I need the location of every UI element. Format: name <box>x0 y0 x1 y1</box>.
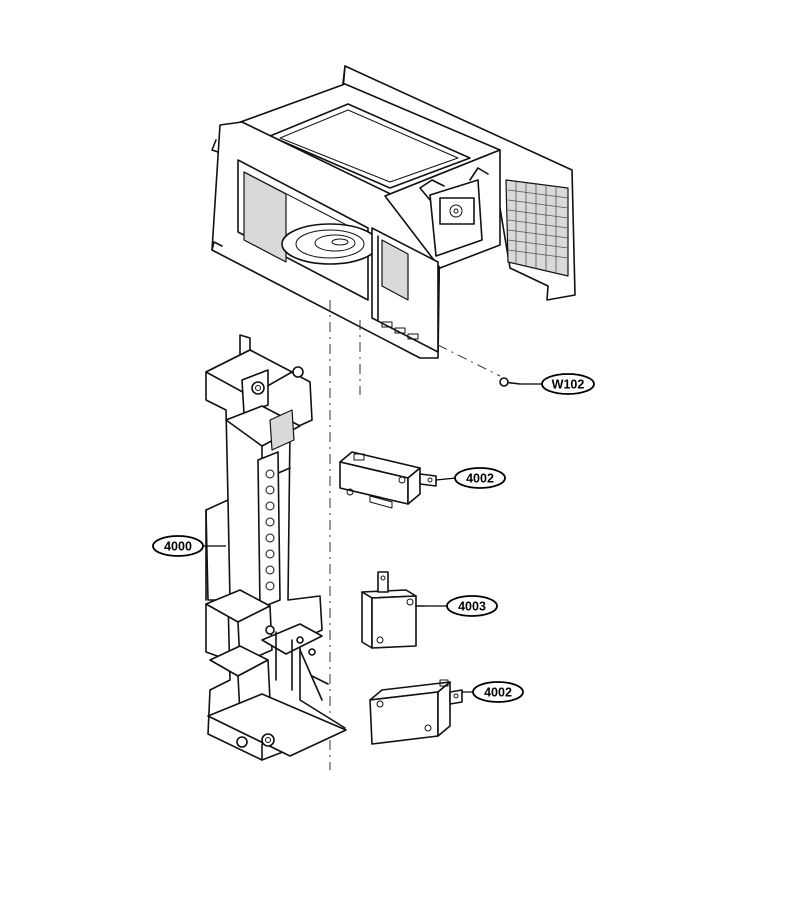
callout-oval <box>472 681 524 703</box>
callout-oval <box>446 595 498 617</box>
callout-4002-upper: 4002 <box>435 467 506 489</box>
turntable <box>281 223 379 265</box>
magnetron-bracket <box>419 167 489 257</box>
callout-oval <box>541 373 595 395</box>
screw-w102 <box>499 377 521 387</box>
callout-label: 4003 <box>458 600 486 614</box>
rib-bumps <box>265 469 275 591</box>
callout-4003: 4003 <box>424 595 498 617</box>
callout-label: 4002 <box>466 472 494 486</box>
rear-vent-grille <box>505 179 569 277</box>
callout-4000: 4000 <box>152 535 226 557</box>
alignment-guides <box>329 300 501 770</box>
microswitch-4002-lower <box>369 679 463 745</box>
oven-cavity-assembly <box>211 65 576 359</box>
microswitch-4003 <box>361 571 425 649</box>
callout-oval <box>152 535 204 557</box>
callout-label: 4000 <box>164 540 192 554</box>
callout-w102: W102 <box>520 373 595 395</box>
callout-oval <box>454 467 506 489</box>
callout-label: W102 <box>552 378 585 392</box>
callout-4002-lower: 4002 <box>462 681 524 703</box>
microswitch-4002-upper <box>339 451 437 509</box>
callout-label: 4002 <box>484 686 512 700</box>
latch-bracket-4000 <box>205 334 347 761</box>
